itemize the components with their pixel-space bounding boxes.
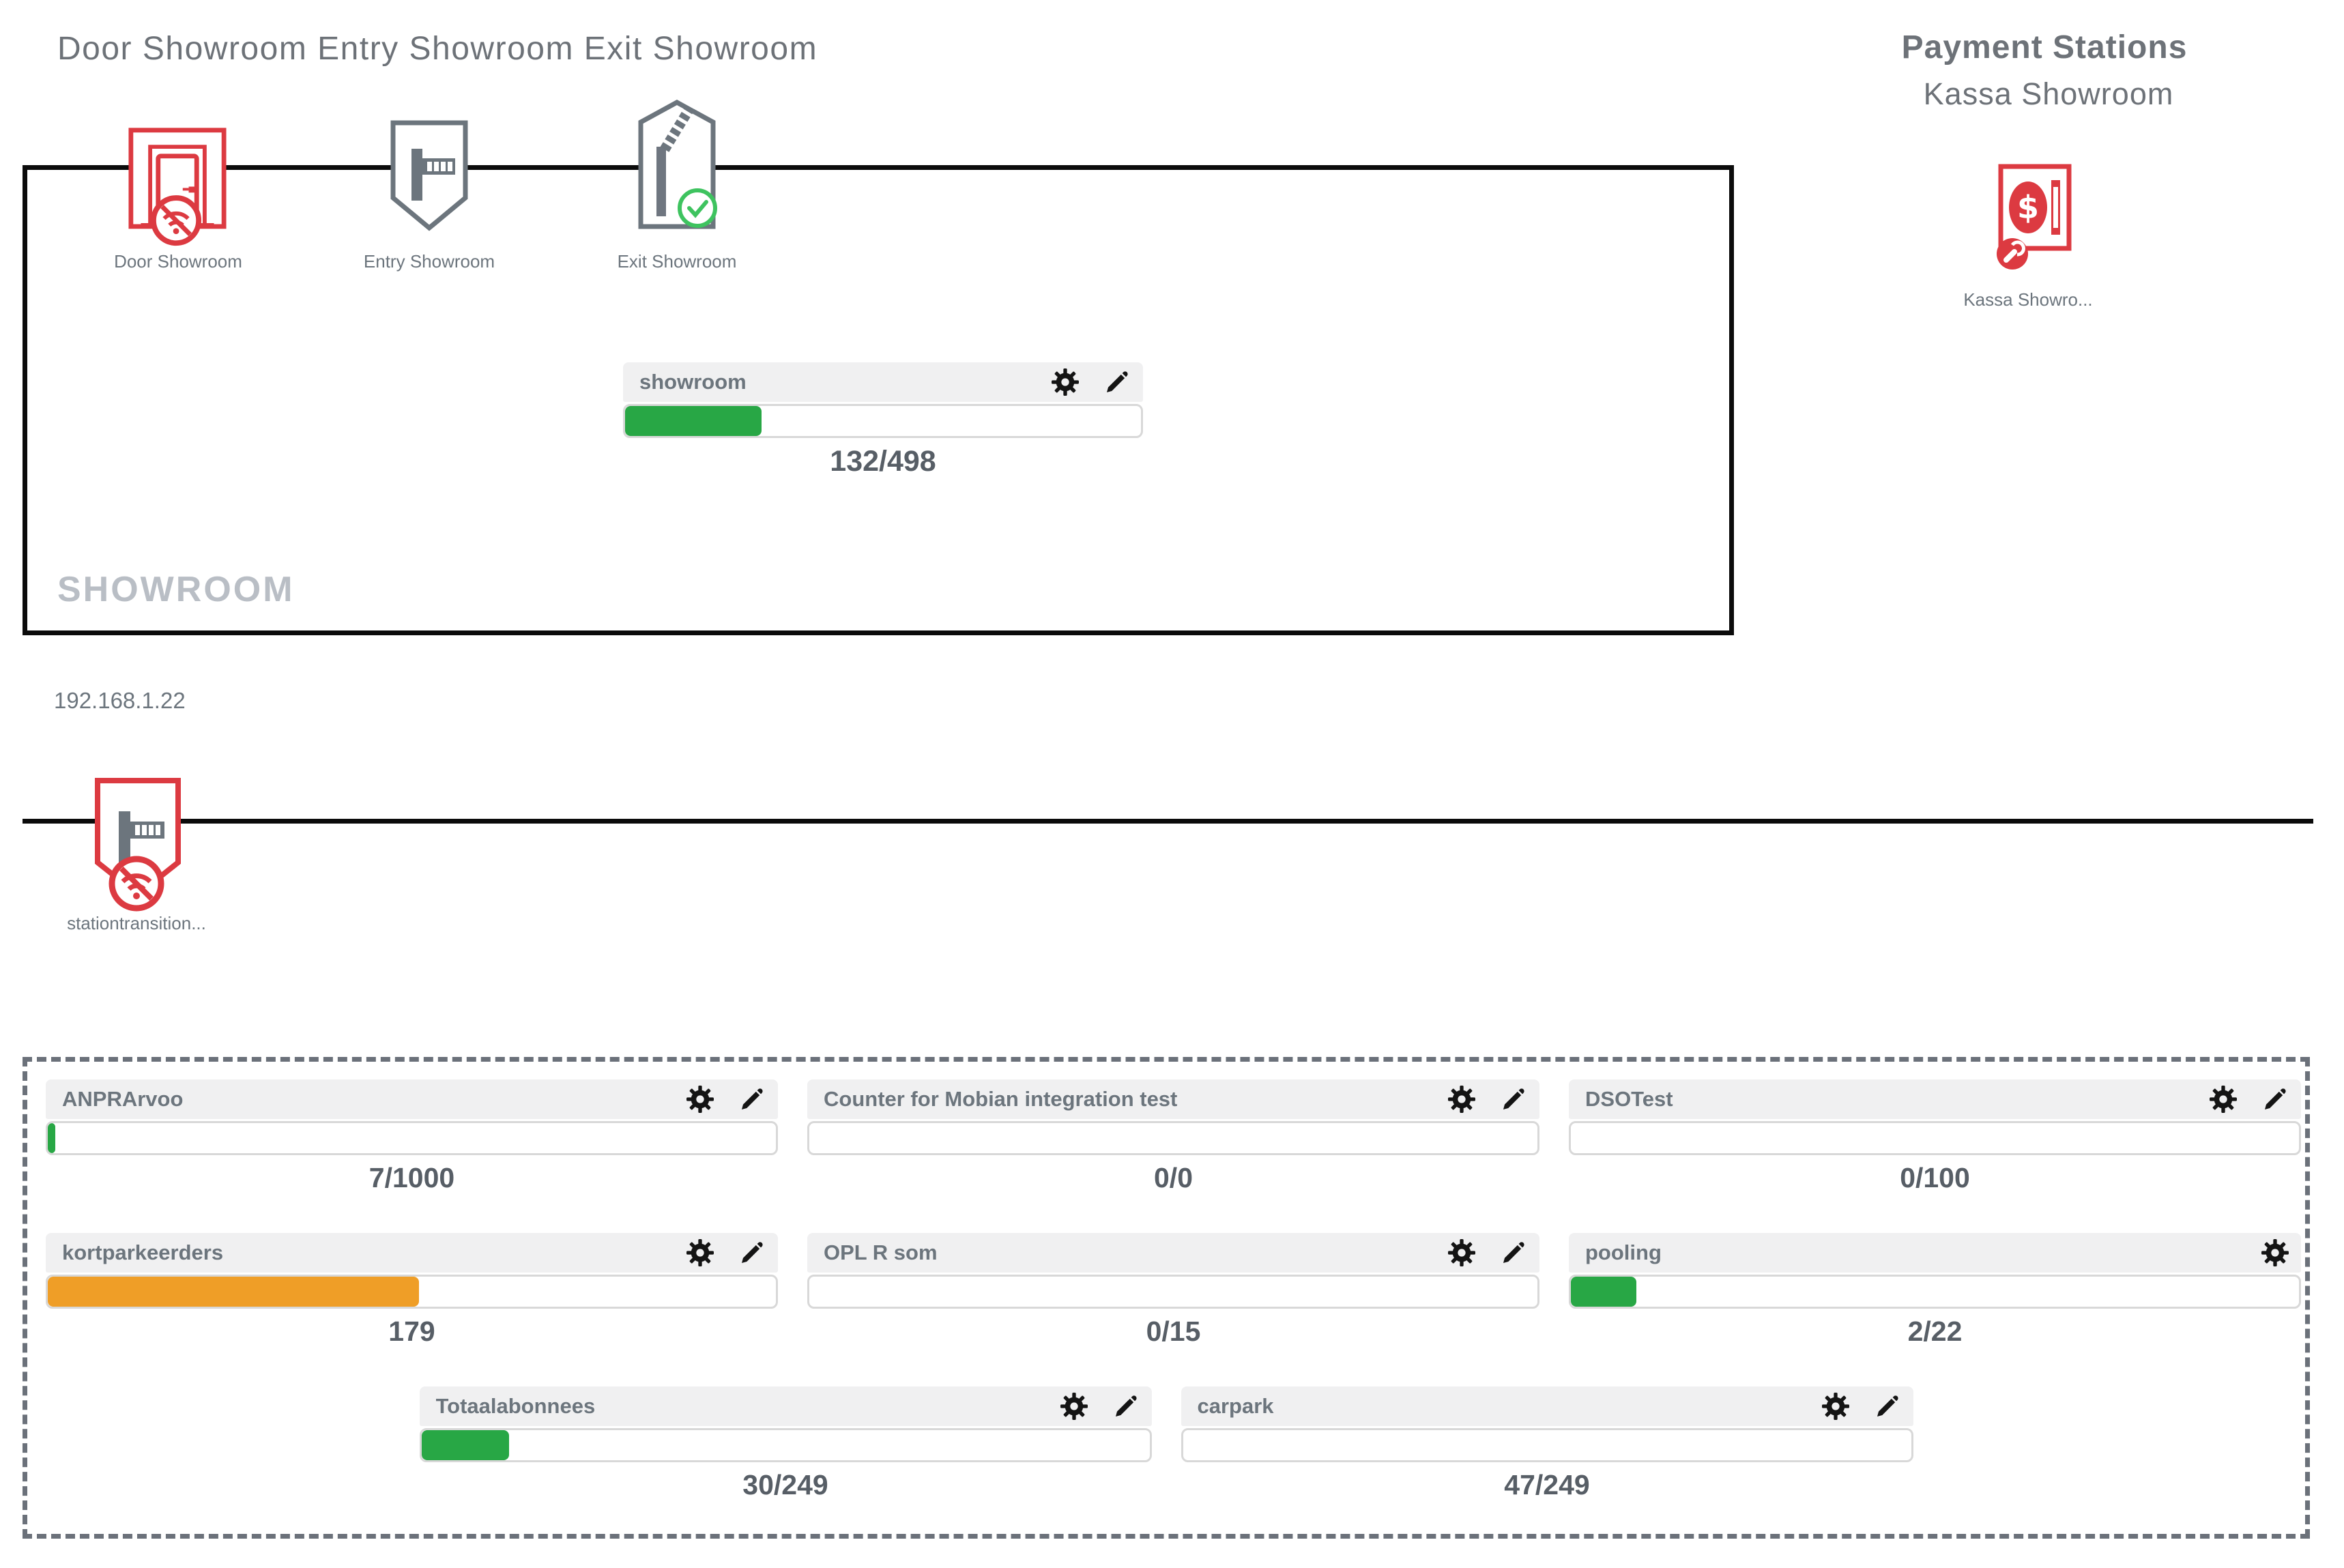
barrier-open-ok-icon (638, 100, 717, 229)
counter-progressbar (46, 1275, 778, 1309)
payment-station-error-icon: $ (1997, 164, 2072, 270)
counter-widget: pooling (1569, 1233, 2301, 1348)
counters-row-3: Totaalabonnees (27, 1386, 2305, 1501)
counter-progressbar (807, 1121, 1539, 1155)
edit-pencil-icon[interactable] (1874, 1393, 1901, 1420)
counter-header: showroom (623, 362, 1143, 402)
showroom-zone-box (23, 165, 1734, 635)
edit-pencil-icon[interactable] (738, 1086, 766, 1113)
counter-value: 132/498 (830, 445, 936, 478)
counter-header: Totaalabonnees (419, 1386, 1152, 1426)
svg-text:$: $ (2017, 189, 2039, 226)
counter-header: DSOTest (1569, 1079, 2301, 1119)
counter-name: carpark (1197, 1394, 1274, 1418)
counter-value: 7/1000 (368, 1162, 455, 1193)
counter-progressbar (1181, 1428, 1913, 1462)
counter-name: Counter for Mobian integration test (824, 1087, 1178, 1111)
counter-value: 179 (388, 1316, 435, 1347)
settings-gear-icon[interactable] (1448, 1239, 1475, 1266)
counter-name: DSOTest (1585, 1087, 1673, 1111)
edit-pencil-icon[interactable] (738, 1239, 766, 1266)
counter-progressbar (1569, 1121, 2301, 1155)
settings-gear-icon[interactable] (1448, 1086, 1475, 1113)
barrier-offline-icon (95, 778, 181, 912)
counter-widget: kortparkeerders (46, 1233, 778, 1348)
zone-counter-widget: showroom (623, 362, 1143, 478)
settings-gear-icon[interactable] (1821, 1393, 1849, 1420)
edit-pencil-icon[interactable] (1103, 368, 1131, 396)
settings-gear-icon[interactable] (2210, 1086, 2237, 1113)
door-offline-icon (128, 128, 227, 246)
counter-progressbar (1569, 1275, 2301, 1309)
counter-progressbar (623, 404, 1143, 438)
counter-value: 0/15 (1146, 1316, 1201, 1347)
counter-progress-fill (1571, 1277, 1637, 1307)
counter-name: kortparkeerders (62, 1240, 224, 1264)
exit-showroom-label: Exit Showroom (617, 251, 737, 272)
exit-showroom-station[interactable] (636, 98, 718, 231)
counter-widget: Counter for Mobian integration test (807, 1079, 1539, 1194)
counter-widget: Totaalabonnees (419, 1386, 1152, 1501)
counters-row-2: kortparkeerders (27, 1233, 2305, 1348)
counter-header: Counter for Mobian integration test (807, 1079, 1539, 1119)
edit-pencil-icon[interactable] (1112, 1393, 1140, 1420)
stationtransition-label: stationtransition... (67, 913, 206, 933)
counter-progressbar (419, 1428, 1152, 1462)
barrier-closed-icon (390, 120, 468, 231)
counter-name: ANPRArvoo (62, 1087, 184, 1111)
counter-name: Totaalabonnees (435, 1394, 596, 1418)
controller-ip-label: 192.168.1.22 (54, 688, 186, 713)
settings-gear-icon[interactable] (1052, 368, 1079, 396)
entry-showroom-label: Entry Showroom (363, 251, 495, 272)
counter-widget: carpark (1181, 1386, 1913, 1501)
counter-name: OPL R som (824, 1240, 938, 1264)
counter-widget: ANPRArvoo (46, 1079, 778, 1194)
counter-header: kortparkeerders (46, 1233, 778, 1273)
counter-value: 47/249 (1504, 1469, 1590, 1500)
counter-name: showroom (639, 370, 747, 394)
counter-name: pooling (1585, 1240, 1662, 1264)
edit-pencil-icon[interactable] (1500, 1086, 1527, 1113)
door-showroom-label: Door Showroom (114, 251, 242, 272)
counter-progress-fill (421, 1430, 509, 1460)
counter-value: 2/22 (1907, 1316, 1963, 1347)
counter-header: OPL R som (807, 1233, 1539, 1273)
counter-header: carpark (1181, 1386, 1913, 1426)
edit-pencil-icon[interactable] (1500, 1239, 1527, 1266)
counter-header: pooling (1569, 1233, 2301, 1273)
entry-showroom-station[interactable] (389, 119, 469, 232)
settings-gear-icon[interactable] (686, 1086, 714, 1113)
zone-counter-fill (625, 406, 762, 436)
kassa-showroom-label: Kassa Showro... (1963, 289, 2093, 310)
counter-progress-fill (48, 1277, 420, 1307)
settings-gear-icon[interactable] (686, 1239, 714, 1266)
payment-stations-title: Payment Stations (1901, 29, 2188, 66)
settings-gear-icon[interactable] (2261, 1239, 2289, 1266)
counter-widget: DSOTest (1569, 1079, 2301, 1194)
counter-widget: OPL R som (807, 1233, 1539, 1348)
kassa-showroom-station[interactable]: $ (1994, 162, 2076, 270)
counter-value: 0/100 (1900, 1162, 1970, 1193)
counter-value: 0/0 (1154, 1162, 1193, 1193)
counter-header: ANPRArvoo (46, 1079, 778, 1119)
settings-gear-icon[interactable] (1060, 1393, 1088, 1420)
payment-zone-subtitle: Kassa Showroom (1923, 76, 2174, 111)
counter-progress-fill (48, 1123, 55, 1153)
counter-progressbar (46, 1121, 778, 1155)
counter-value: 30/249 (742, 1469, 828, 1500)
lane-title: Door Showroom Entry Showroom Exit Showro… (57, 31, 818, 67)
stationtransition-station[interactable] (93, 776, 183, 920)
lane-line (23, 819, 2313, 824)
edit-pencil-icon[interactable] (2261, 1086, 2289, 1113)
counters-row-1: ANPRArvoo (27, 1079, 2305, 1194)
counters-panel: ANPRArvoo (23, 1057, 2310, 1539)
counter-progressbar (807, 1275, 1539, 1309)
zone-name-label: SHOWROOM (57, 570, 295, 609)
door-showroom-station[interactable] (128, 126, 227, 248)
